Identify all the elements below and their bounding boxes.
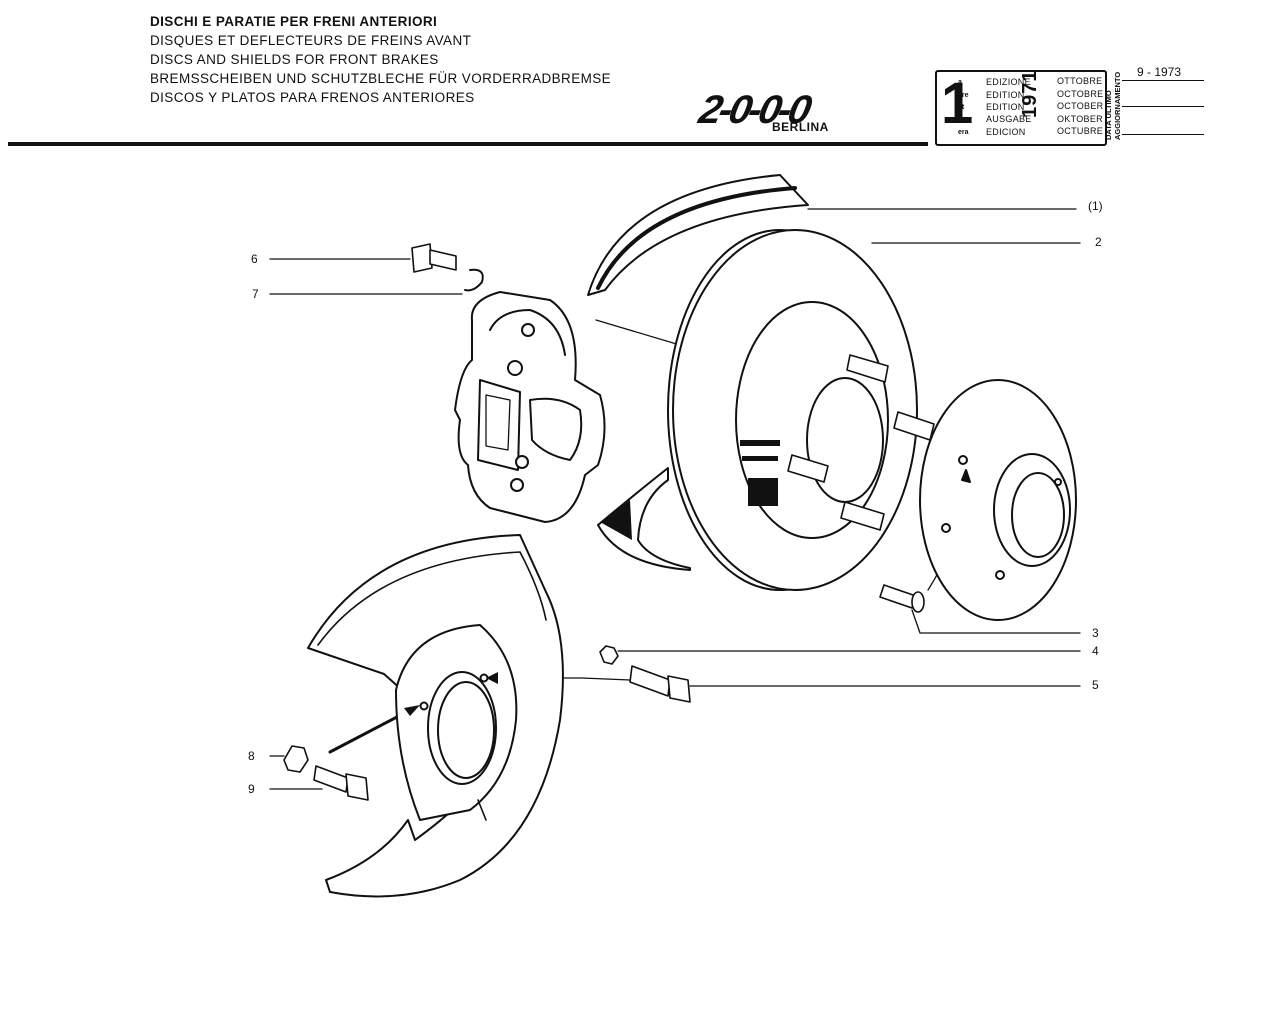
nut: [283, 745, 309, 773]
nut: [599, 645, 619, 665]
caliper-bolt: [411, 243, 484, 292]
leader-line: [595, 319, 691, 349]
edition-month: OCTUBRE: [1057, 126, 1104, 136]
callout-5: 5: [1092, 678, 1099, 692]
update-line: [1122, 80, 1204, 81]
edition-suffix: st: [958, 104, 965, 111]
title-spanish: DISCOS Y PLATOS PARA FRENOS ANTERIORES: [150, 90, 475, 105]
leader-lines: [269, 208, 1081, 790]
dust-shield-top: [587, 174, 809, 296]
edition-month: OTTOBRE: [1057, 76, 1103, 86]
edition-box: [935, 70, 1107, 146]
title-english: DISCS AND SHIELDS FOR FRONT BRAKES: [150, 52, 439, 67]
edition-suffix: ere: [958, 92, 969, 99]
callout-3: 3: [1092, 626, 1099, 640]
title-german: BREMSSCHEIBEN UND SCHUTZBLECHE FÜR VORDE…: [150, 71, 612, 86]
dust-shield-lower: [307, 534, 564, 898]
callout-8: 8: [248, 749, 255, 763]
shield-segment: [597, 467, 691, 571]
wheel-hub: [919, 379, 1077, 621]
edition-month: OKTOBER: [1057, 114, 1103, 124]
hub-screw: [879, 584, 925, 613]
brake-disc: [667, 229, 935, 591]
edition-suffix: era: [958, 129, 969, 136]
wheel-studs: [787, 354, 935, 531]
edition-label: EDITION: [986, 102, 1025, 112]
model-name: BERLINA: [772, 120, 829, 134]
callout-6: 6: [251, 252, 258, 266]
edition-label: EDIZIONE: [986, 77, 1031, 87]
edition-number: 1: [941, 71, 974, 136]
shield-bolt: [629, 665, 691, 703]
update-date: 9 - 1973: [1137, 65, 1182, 79]
callout-9: 9: [248, 782, 255, 796]
edition-label: AUSGABE: [986, 114, 1032, 124]
update-line: [1122, 106, 1204, 107]
brake-caliper: [454, 291, 606, 523]
update-line: [1122, 134, 1204, 135]
edition-label: EDITION: [986, 90, 1025, 100]
leader-line: [911, 609, 1081, 634]
edition-month: OCTOBRE: [1057, 89, 1104, 99]
title-italian: DISCHI E PARATIE PER FRENI ANTERIORI: [150, 14, 438, 29]
shield-bolt: [313, 765, 369, 801]
callout-4: 4: [1092, 644, 1099, 658]
edition-label: EDICION: [986, 127, 1026, 137]
title-french: DISQUES ET DEFLECTEURS DE FREINS AVANT: [150, 33, 472, 48]
edition-suffix: a: [958, 79, 962, 86]
callout-1: (1): [1088, 199, 1103, 213]
callout-2: 2: [1095, 235, 1102, 249]
header-rule: [8, 142, 928, 146]
callout-7: 7: [252, 287, 259, 301]
edition-month: OCTOBER: [1057, 101, 1104, 111]
title-block: DISCHI E PARATIE PER FRENI ANTERIORI DIS…: [150, 12, 611, 107]
edition-suffix: .: [958, 116, 960, 123]
